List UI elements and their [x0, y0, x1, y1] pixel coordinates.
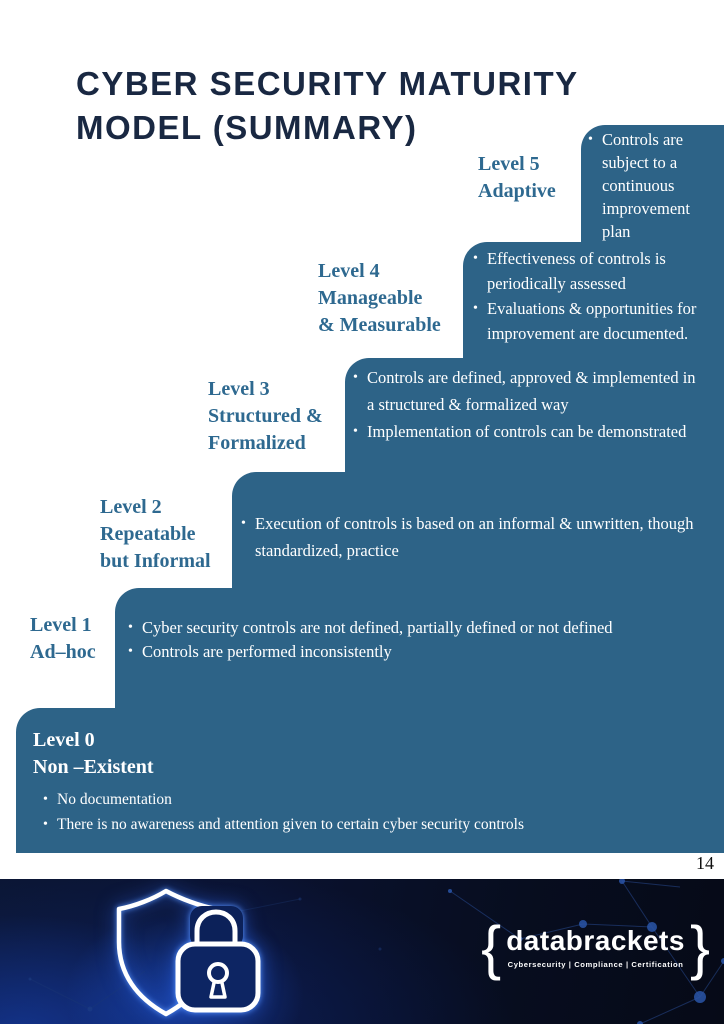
label-line: Level 1: [30, 614, 92, 636]
logo-tagline: Cybersecurity | Compliance | Certificati…: [507, 960, 684, 969]
bullet-item: Controls are subject to a continuous imp…: [587, 128, 711, 243]
label-level-4: Level 4 Manageable & Measurable: [318, 258, 441, 339]
left-brace: {: [481, 914, 502, 981]
label-level-3: Level 3 Structured & Formalized: [208, 376, 323, 457]
bullet-item: Execution of controls is based on an inf…: [240, 510, 718, 564]
databrackets-logo: { databrackets Cybersecurity | Complianc…: [481, 914, 710, 981]
label-level-2: Level 2 Repeatable but Informal: [100, 494, 211, 575]
shield-lock-icon: [116, 888, 261, 1017]
label-line: Level 4: [318, 260, 380, 282]
bullets-level-4: Effectiveness of controls is periodicall…: [472, 246, 716, 346]
bullets-level-1: Cyber security controls are not defined,…: [127, 616, 715, 664]
label-line: Formalized: [208, 432, 306, 454]
bullet-item: Implementation of controls can be demons…: [352, 418, 698, 445]
label-line: & Measurable: [318, 314, 441, 336]
label-line: Level 0: [33, 729, 95, 751]
bullet-item: Evaluations & opportunities for improvem…: [472, 296, 716, 346]
label-line: but Informal: [100, 550, 211, 572]
logo-text: databrackets: [506, 925, 685, 956]
bullet-item: Cyber security controls are not defined,…: [127, 616, 715, 640]
label-line: Repeatable: [100, 523, 196, 545]
right-brace: }: [689, 914, 710, 981]
label-line: Level 3: [208, 378, 270, 400]
bullets-level-5: Controls are subject to a continuous imp…: [587, 128, 711, 243]
label-level-1: Level 1 Ad–hoc: [30, 612, 96, 666]
label-level-0: Level 0 Non –Existent: [33, 727, 154, 781]
label-level-5: Level 5 Adaptive: [478, 151, 556, 205]
network-nodes-decoration: [28, 879, 724, 1024]
label-line: Level 5: [478, 153, 540, 175]
label-line: Ad–hoc: [30, 641, 96, 663]
bullets-level-2: Execution of controls is based on an inf…: [240, 510, 718, 564]
label-line: Adaptive: [478, 180, 556, 202]
bullets-level-0: No documentation There is no awareness a…: [42, 789, 702, 839]
bullet-item: No documentation: [42, 789, 702, 811]
bullets-level-3: Controls are defined, approved & impleme…: [352, 364, 698, 445]
page-title: CYBER SECURITY MATURITY MODEL (SUMMARY): [76, 62, 579, 150]
page-number: 14: [696, 853, 714, 873]
title-line-1: CYBER SECURITY MATURITY: [76, 65, 579, 102]
logo-center: databrackets Cybersecurity | Compliance …: [506, 925, 685, 970]
bullet-item: Controls are defined, approved & impleme…: [352, 364, 698, 418]
bullet-item: Controls are performed inconsistently: [127, 640, 715, 664]
title-line-2: MODEL (SUMMARY): [76, 109, 418, 146]
label-line: Structured &: [208, 405, 323, 427]
label-line: Manageable: [318, 287, 423, 309]
footer-banner: { databrackets Cybersecurity | Complianc…: [0, 879, 724, 1024]
bullet-item: There is no awareness and attention give…: [42, 814, 702, 836]
label-line: Level 2: [100, 496, 162, 518]
bullet-item: Effectiveness of controls is periodicall…: [472, 246, 716, 296]
label-line: Non –Existent: [33, 756, 154, 778]
